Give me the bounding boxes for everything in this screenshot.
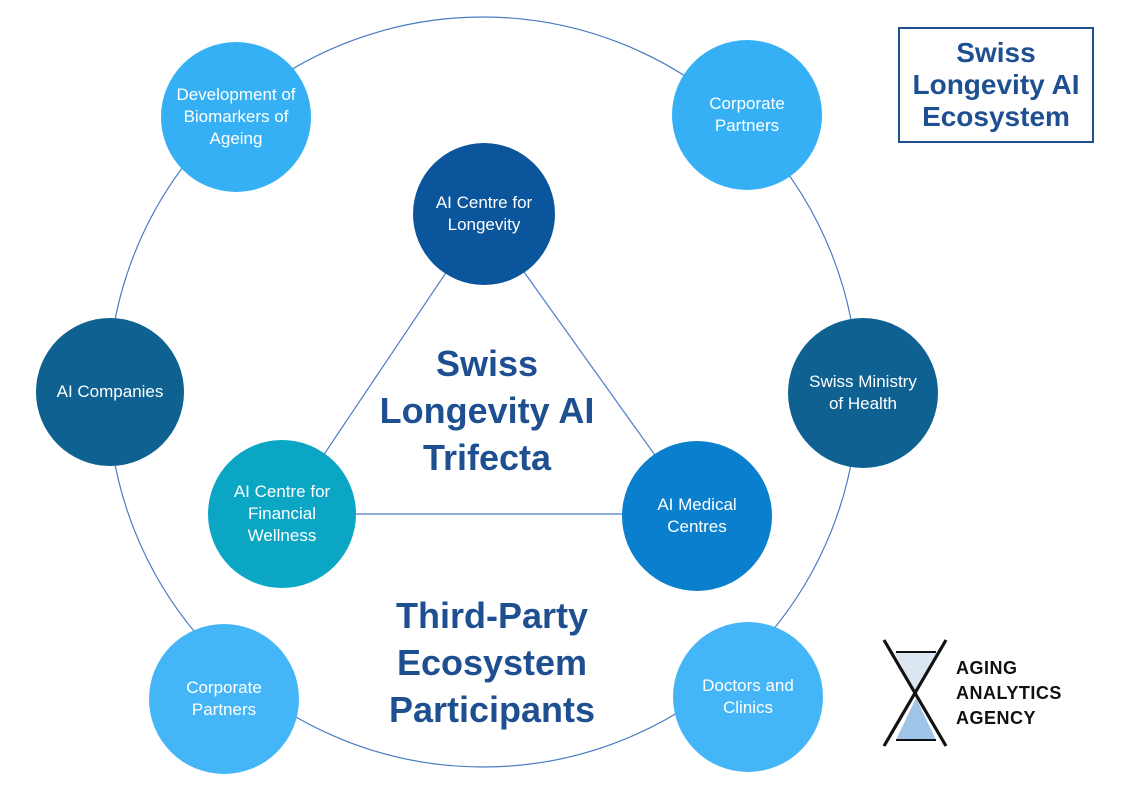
node-corporate-partners-bottom-label: Corporate Partners [186,678,262,719]
ecosystem-title: Third-Party Ecosystem Participants [388,595,596,730]
node-corporate-partners-top: Corporate Partners [672,40,822,190]
logo-line-analytics: ANALYTICS [956,683,1062,703]
ecosystem-title-box-text: Swiss Longevity AI Ecosystem [912,37,1080,132]
node-corporate-partners-top-label: Corporate Partners [709,94,785,135]
node-ministry-of-health-label: Swiss Ministry of Health [809,372,917,413]
node-ai-centre-longevity: AI Centre for Longevity [413,143,555,285]
hourglass-icon [882,639,948,747]
trifecta-title: Swiss Longevity AI Trifecta [379,343,595,478]
node-ministry-of-health: Swiss Ministry of Health [788,318,938,468]
node-ai-medical-centres-label: AI Medical Centres [657,495,737,536]
aging-analytics-agency-logo: AGING ANALYTICS AGENCY [880,636,1090,752]
node-biomarkers: Development of Biomarkers of Ageing [161,42,311,192]
node-ai-centre-longevity-label: AI Centre for Longevity [435,193,533,234]
node-ai-medical-centres: AI Medical Centres [622,441,772,591]
node-ai-companies-label: AI Companies [56,382,164,401]
logo-line-agency: AGENCY [956,708,1037,728]
node-biomarkers-label: Development of Biomarkers of Ageing [176,85,296,148]
node-ai-centre-financial-wellness-label: AI Centre for Financial Wellness [233,482,331,545]
node-ai-centre-financial-wellness: AI Centre for Financial Wellness [208,440,356,588]
logo-text: AGING ANALYTICS AGENCY [956,656,1062,731]
node-corporate-partners-bottom: Corporate Partners [149,624,299,774]
node-doctors-clinics: Doctors and Clinics [673,622,823,772]
node-doctors-clinics-label: Doctors and Clinics [702,676,794,717]
node-ai-companies: AI Companies [36,318,184,466]
logo-line-aging: AGING [956,658,1018,678]
ecosystem-title-box: Swiss Longevity AI Ecosystem [898,27,1094,143]
